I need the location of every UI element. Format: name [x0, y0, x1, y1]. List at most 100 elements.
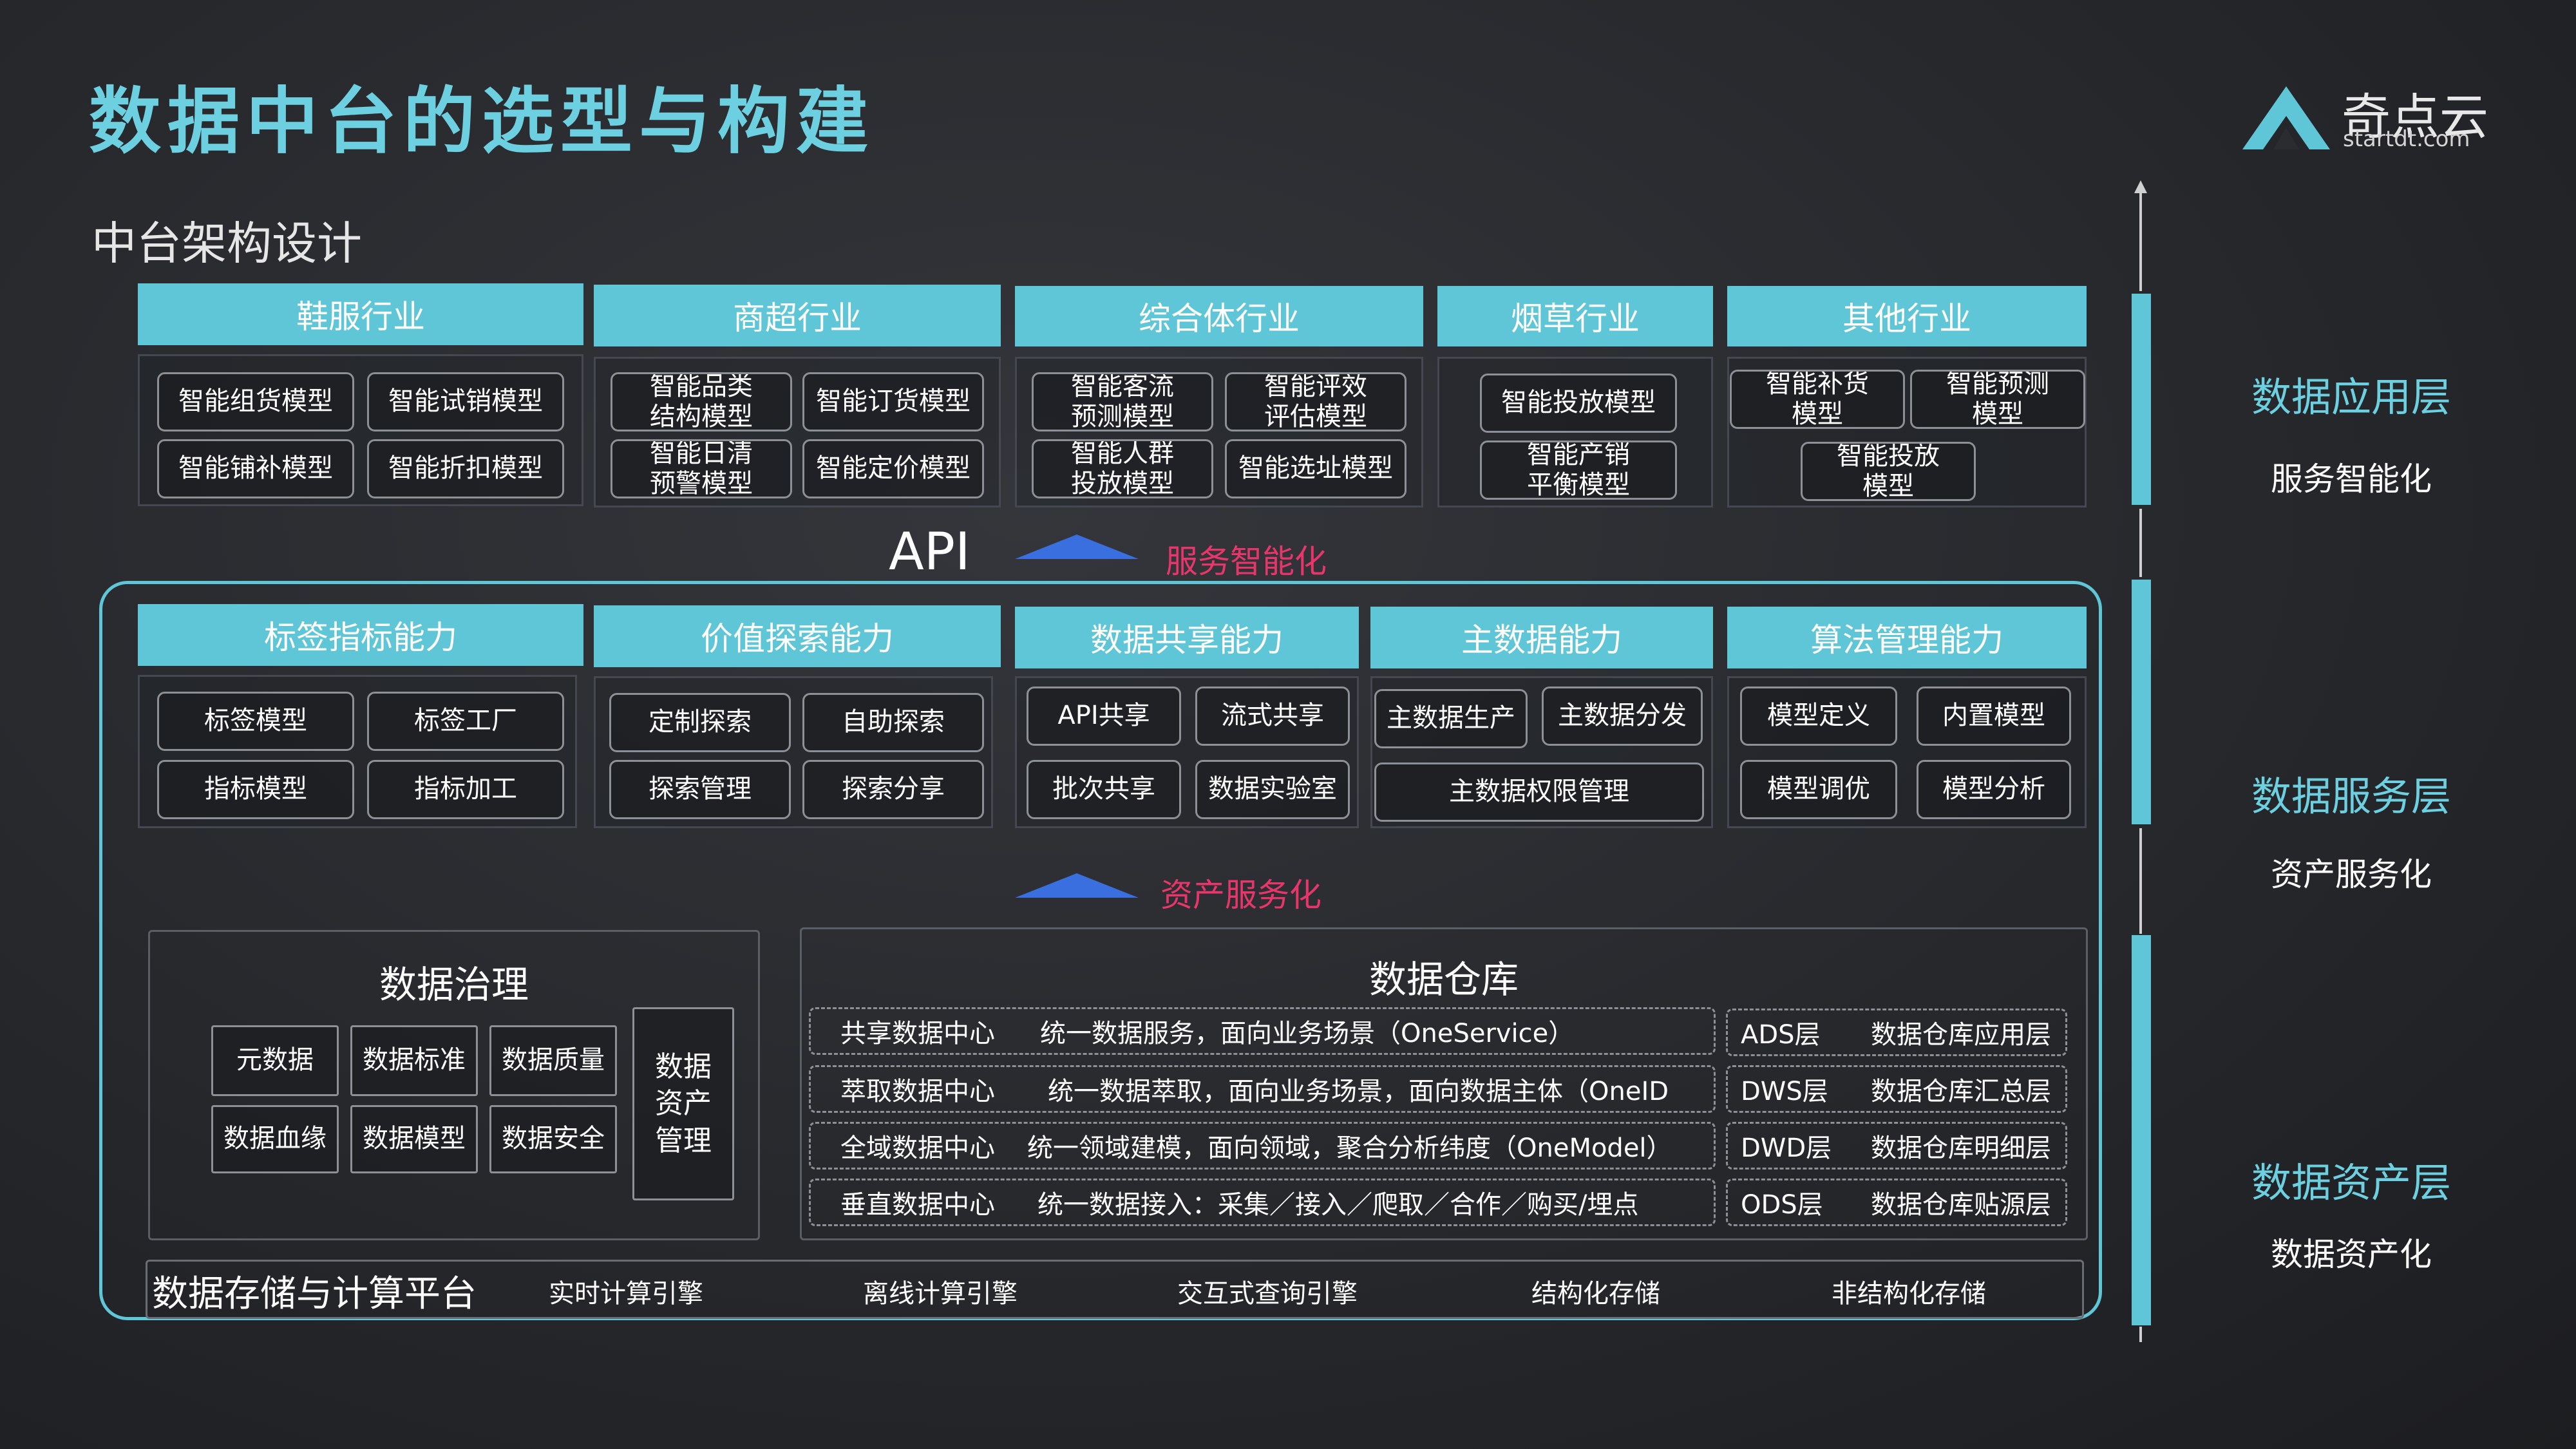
warehouse-row: 全域数据中心 统一领域建模，面向领域，聚合分析纬度（OneModel） — [809, 1122, 1716, 1170]
model-box: 智能预测 模型 — [1910, 370, 2085, 429]
industry-header-apparel: 鞋服行业 — [138, 283, 583, 345]
model-box: 智能品类 结构模型 — [611, 372, 792, 431]
logo-icon — [2242, 86, 2330, 149]
capability-box: 模型定义 — [1740, 687, 1897, 746]
industry-header-other: 其他行业 — [1727, 286, 2087, 346]
layer-sub-asset: 数据资产化 — [2271, 1236, 2432, 1273]
warehouse-layer: DWS层 数据仓库汇总层 — [1726, 1065, 2067, 1113]
governance-item: 元数据 — [211, 1025, 339, 1096]
warehouse-row: 共享数据中心 统一数据服务，面向业务场景（OneService） — [809, 1007, 1716, 1055]
layer-sub-service: 资产服务化 — [2271, 856, 2432, 893]
warehouse-row-name: 垂直数据中心 — [840, 1190, 995, 1220]
model-box: 智能选址模型 — [1225, 439, 1406, 498]
service-label: 服务智能化 — [1166, 543, 1327, 580]
governance-item: 数据血缘 — [211, 1105, 339, 1173]
up-arrow-icon — [1015, 873, 1139, 898]
warehouse-layer-code: ADS层 — [1741, 1020, 1821, 1050]
model-box: 智能人群 投放模型 — [1032, 439, 1213, 498]
storage-item: 离线计算引擎 — [863, 1279, 1018, 1309]
capability-box: 探索分享 — [802, 760, 984, 819]
asset-label: 资产服务化 — [1160, 876, 1321, 914]
layer-name-application: 数据应用层 — [2251, 374, 2452, 421]
asset-management-box: 数据 资产 管理 — [632, 1007, 734, 1200]
governance-title: 数据治理 — [379, 963, 529, 1007]
capability-header-share: 数据共享能力 — [1015, 607, 1359, 668]
model-box: 智能客流 预测模型 — [1032, 372, 1213, 431]
storage-title: 数据存储与计算平台 — [152, 1273, 477, 1315]
capability-box: 流式共享 — [1195, 687, 1350, 746]
layer-name-service: 数据服务层 — [2251, 773, 2452, 820]
model-box: 智能投放模型 — [1480, 374, 1677, 433]
logo-url: startdt.com — [2343, 126, 2470, 152]
capability-box: 模型调优 — [1740, 760, 1897, 819]
model-box: 智能定价模型 — [802, 439, 984, 498]
governance-item: 数据质量 — [489, 1025, 617, 1096]
model-box: 智能折扣模型 — [367, 439, 564, 498]
governance-item: 数据模型 — [350, 1105, 478, 1173]
model-box: 智能补货 模型 — [1730, 370, 1905, 429]
warehouse-row-desc: 统一领域建模，面向领域，聚合分析纬度（OneModel） — [1027, 1133, 1672, 1163]
capability-box: 指标加工 — [367, 760, 564, 819]
layer-connector — [2139, 188, 2142, 291]
capability-box: 主数据分发 — [1542, 687, 1703, 746]
warehouse-row: 垂直数据中心 统一数据接入：采集／接入／爬取／合作／购买/埋点 — [809, 1179, 1716, 1226]
warehouse-layer-desc: 数据仓库贴源层 — [1871, 1190, 2051, 1220]
api-label: API — [889, 522, 971, 582]
warehouse-row-name: 萃取数据中心 — [840, 1077, 995, 1106]
warehouse-panel — [800, 927, 2088, 1240]
warehouse-layer-code: ODS层 — [1741, 1190, 1823, 1220]
capability-header-algorithm: 算法管理能力 — [1727, 607, 2087, 668]
governance-item: 数据标准 — [350, 1025, 478, 1096]
warehouse-layer-code: DWD层 — [1741, 1133, 1832, 1163]
capability-box: 定制探索 — [609, 693, 791, 752]
warehouse-row-desc: 统一数据接入：采集／接入／爬取／合作／购买/埋点 — [1037, 1190, 1639, 1220]
layer-bar-application — [2132, 294, 2151, 505]
warehouse-layer: ODS层 数据仓库贴源层 — [1726, 1179, 2067, 1226]
up-arrow-icon — [1015, 535, 1139, 559]
warehouse-row-desc: 统一数据服务，面向业务场景（OneService） — [1040, 1019, 1575, 1048]
capability-header-master: 主数据能力 — [1370, 607, 1713, 668]
warehouse-row: 萃取数据中心 统一数据萃取，面向业务场景，面向数据主体（OneID — [809, 1065, 1716, 1113]
warehouse-row-name: 共享数据中心 — [840, 1019, 995, 1048]
warehouse-layer-desc: 数据仓库应用层 — [1871, 1020, 2051, 1050]
capability-header-tag: 标签指标能力 — [138, 604, 583, 666]
warehouse-layer: DWD层 数据仓库明细层 — [1726, 1122, 2067, 1170]
capability-box: 标签模型 — [157, 692, 354, 751]
model-box: 智能产销 平衡模型 — [1480, 440, 1677, 500]
warehouse-layer: ADS层 数据仓库应用层 — [1726, 1009, 2067, 1056]
industry-header-supermarket: 商超行业 — [594, 285, 1001, 346]
capability-box: 指标模型 — [157, 760, 354, 819]
warehouse-row-desc: 统一数据萃取，面向业务场景，面向数据主体（OneID — [1048, 1077, 1669, 1106]
capability-box: 标签工厂 — [367, 692, 564, 751]
storage-platform — [146, 1260, 2084, 1319]
storage-item: 交互式查询引擎 — [1177, 1279, 1358, 1309]
storage-item: 实时计算引擎 — [549, 1279, 703, 1309]
industry-header-tobacco: 烟草行业 — [1437, 286, 1713, 346]
warehouse-layer-code: DWS层 — [1741, 1077, 1828, 1106]
model-box: 智能试销模型 — [367, 372, 564, 431]
capability-box: 批次共享 — [1027, 760, 1181, 819]
warehouse-row-name: 全域数据中心 — [840, 1133, 995, 1163]
model-box: 智能订货模型 — [802, 372, 984, 431]
layer-connector — [2139, 509, 2142, 577]
model-box: 智能投放 模型 — [1801, 442, 1976, 501]
logo-name: 奇点云 — [2342, 88, 2488, 146]
layer-bar-service — [2132, 580, 2151, 824]
page-title: 数据中台的选型与构建 — [89, 80, 875, 164]
warehouse-layer-desc: 数据仓库明细层 — [1871, 1133, 2051, 1163]
storage-item: 结构化存储 — [1531, 1279, 1660, 1309]
arrow-up-icon — [2134, 180, 2147, 193]
warehouse-title: 数据仓库 — [1368, 958, 1519, 1001]
capability-box: API共享 — [1027, 687, 1181, 746]
layer-connector — [2139, 828, 2142, 934]
capability-box: 探索管理 — [609, 760, 791, 819]
governance-panel — [148, 930, 760, 1240]
capability-box: 内置模型 — [1917, 687, 2071, 746]
capability-box: 主数据权限管理 — [1374, 762, 1704, 822]
capability-header-value: 价值探索能力 — [594, 605, 1001, 667]
capability-box: 数据实验室 — [1195, 760, 1350, 819]
capability-box: 主数据生产 — [1374, 689, 1528, 748]
layer-sub-application: 服务智能化 — [2271, 460, 2432, 498]
governance-item: 数据安全 — [489, 1105, 617, 1173]
model-box: 智能组货模型 — [157, 372, 354, 431]
